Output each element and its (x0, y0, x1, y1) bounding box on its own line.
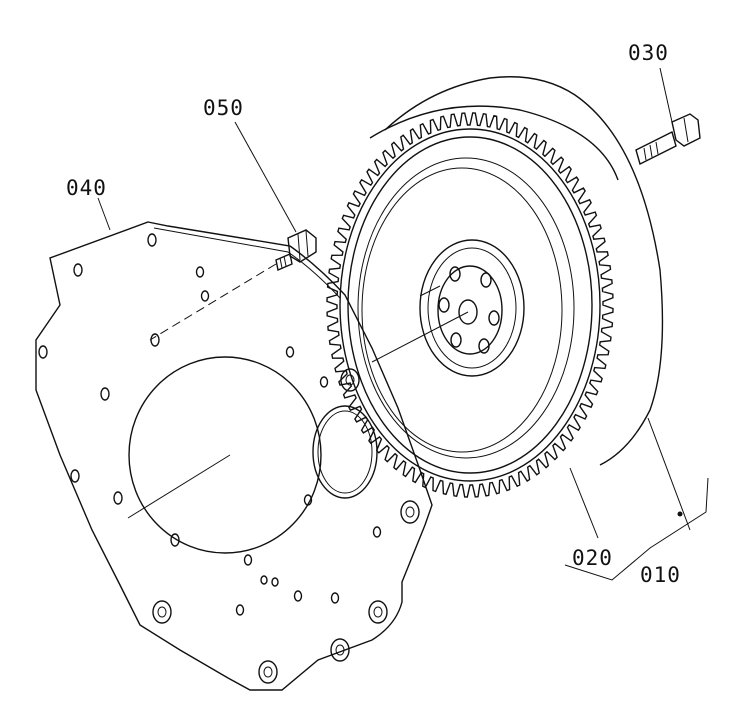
hub-bolt-holes (438, 266, 500, 354)
label-010: 010 (640, 563, 681, 587)
plate-bolt-holes (38, 233, 382, 616)
plate-bolt (149, 229, 317, 341)
label-050: 050 (203, 96, 244, 120)
label-040: 040 (66, 176, 107, 200)
label-020: 020 (572, 546, 613, 570)
leader-lines (97, 67, 709, 581)
label-030: 030 (628, 41, 669, 65)
flywheel-bolt (635, 113, 701, 166)
flywheel (326, 76, 664, 498)
plate-bosses (152, 368, 420, 684)
back-plate (35, 221, 433, 691)
